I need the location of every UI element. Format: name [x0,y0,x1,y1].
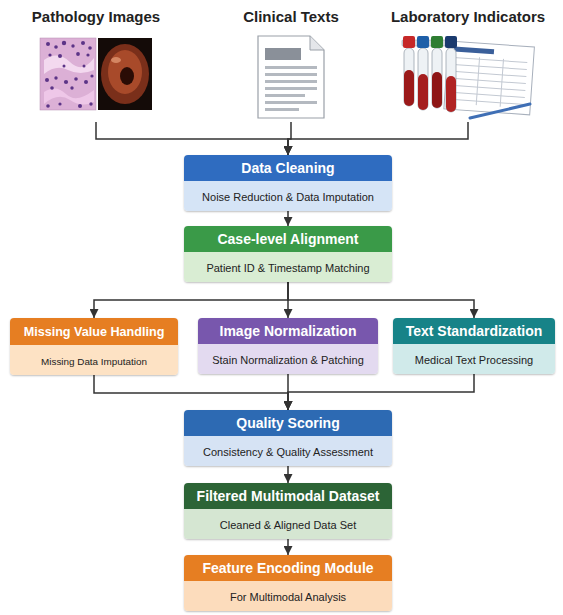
box-title: Missing Value Handling [24,323,165,341]
box-body: Medical Text Processing [393,344,555,374]
box-title: Data Cleaning [241,159,334,177]
pathology-illustration [40,38,96,110]
source-heading: Pathology Images [32,6,160,25]
process-box: Text StandardizationMedical Text Process… [393,318,555,374]
box-header: Case-level Alignment [184,226,392,252]
box-body: Consistency & Quality Assessment [184,436,392,466]
document-illustration [258,36,324,118]
process-box: Feature Encoding ModuleFor Multimodal An… [184,555,392,611]
process-box: Data CleaningNoise Reduction & Data Impu… [184,155,392,211]
flow-arrow [288,282,474,318]
box-subtitle: Medical Text Processing [415,353,533,367]
box-body: For Multimodal Analysis [184,581,392,611]
process-box: Missing Value HandlingMissing Data Imput… [10,318,178,375]
source-panel: Pathology Images [16,6,176,122]
box-body: Noise Reduction & Data Imputation [184,181,392,211]
box-subtitle: Consistency & Quality Assessment [203,445,373,459]
process-box: Quality ScoringConsistency & Quality Ass… [184,410,392,466]
box-subtitle: Cleaned & Aligned Data Set [220,518,356,532]
box-header: Missing Value Handling [10,318,178,345]
box-subtitle: For Multimodal Analysis [230,590,346,604]
process-box: Filtered Multimodal DatasetCleaned & Ali… [184,483,392,539]
box-header: Filtered Multimodal Dataset [184,483,392,509]
flow-arrow [288,122,468,155]
source-panel: Clinical Texts [221,6,361,122]
flow-arrow [94,375,288,410]
source-heading: Laboratory Indicators [391,6,545,25]
box-title: Text Standardization [406,322,543,340]
box-body: Cleaned & Aligned Data Set [184,509,392,539]
box-title: Image Normalization [220,322,357,340]
box-title: Quality Scoring [236,414,339,432]
box-header: Text Standardization [393,318,555,344]
flow-arrow [288,374,474,410]
box-title: Case-level Alignment [217,230,358,248]
flow-arrow [94,282,288,318]
box-header: Quality Scoring [184,410,392,436]
flow-arrow [287,211,289,226]
box-header: Data Cleaning [184,155,392,181]
source-panel: Laboratory Indicators [378,6,558,122]
box-subtitle: Patient ID & Timestamp Matching [206,261,369,275]
box-title: Feature Encoding Module [202,559,373,577]
endoscopy-illustration [98,38,152,110]
box-body: Missing Data Imputation [10,345,178,375]
box-subtitle: Noise Reduction & Data Imputation [202,190,374,204]
process-box: Case-level AlignmentPatient ID & Timesta… [184,226,392,282]
lab-illustration [402,36,534,118]
box-header: Image Normalization [198,318,378,344]
flow-arrow [287,466,289,483]
box-subtitle: Stain Normalization & Patching [212,353,364,367]
box-title: Filtered Multimodal Dataset [197,487,380,505]
process-box: Image NormalizationStain Normalization &… [198,318,378,374]
box-header: Feature Encoding Module [184,555,392,581]
flow-arrow [287,539,289,555]
flow-arrow [96,122,288,155]
box-body: Patient ID & Timestamp Matching [184,252,392,282]
box-subtitle: Missing Data Imputation [41,355,147,369]
box-body: Stain Normalization & Patching [198,344,378,374]
source-heading: Clinical Texts [243,6,339,25]
